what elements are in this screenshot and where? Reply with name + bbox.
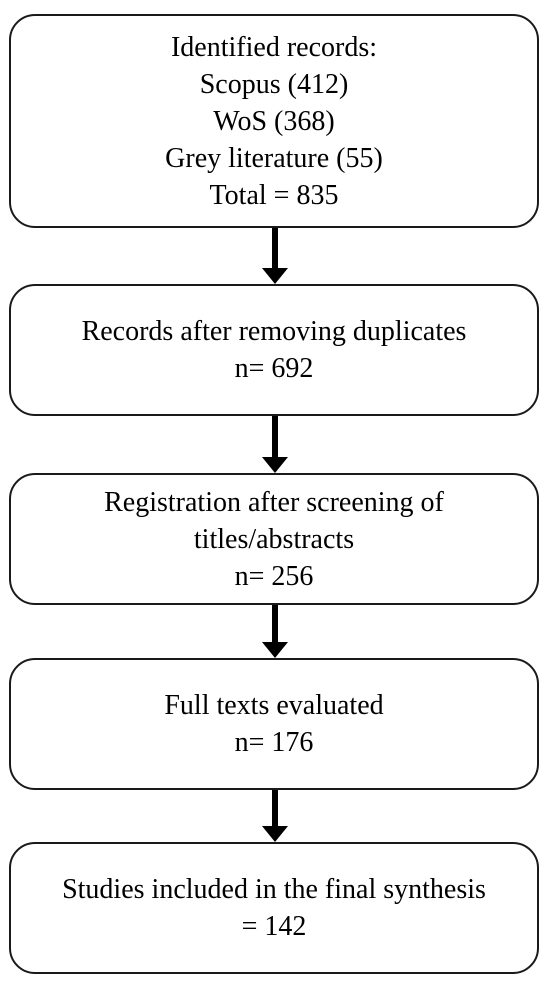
after-duplicates-label: Records after removing duplicates (81, 316, 467, 347)
total-count: Total = 835 (209, 179, 339, 211)
full-texts-count: n= 176 (234, 727, 314, 758)
scopus-count: Scopus (412) (199, 68, 349, 100)
step-final-synthesis: Studies included in the final synthesis … (9, 842, 539, 974)
after-screening-label-line-1: Registration after screening of (104, 486, 444, 518)
wos-count: WoS (368) (213, 105, 335, 137)
arrow-shaft (272, 790, 278, 828)
identified-records-heading: Identified records: (170, 31, 378, 63)
arrow-shaft (272, 228, 278, 270)
down-arrow (262, 790, 288, 842)
arrow-head (262, 642, 288, 658)
arrow-head (262, 268, 288, 284)
full-texts-label: Full texts evaluated (164, 690, 384, 721)
step-full-texts: Full texts evaluated n= 176 (9, 658, 539, 790)
down-arrow (262, 228, 288, 284)
arrow-head (262, 457, 288, 473)
grey-literature-count: Grey literature (55) (165, 142, 383, 174)
step-after-screening: Registration after screening of titles/a… (9, 473, 539, 605)
arrow-shaft (272, 605, 278, 644)
down-arrow (262, 605, 288, 658)
after-duplicates-count: n= 692 (234, 353, 314, 384)
step-after-duplicates: Records after removing duplicates n= 692 (9, 284, 539, 416)
down-arrow (262, 416, 288, 473)
final-synthesis-count: = 142 (241, 911, 307, 942)
after-screening-label-line-2: titles/abstracts (193, 523, 355, 555)
after-screening-count: n= 256 (234, 560, 314, 592)
arrow-head (262, 826, 288, 842)
arrow-shaft (272, 416, 278, 459)
final-synthesis-label: Studies included in the final synthesis (62, 874, 486, 905)
step-identified-records: Identified records: Scopus (412) WoS (36… (9, 14, 539, 228)
